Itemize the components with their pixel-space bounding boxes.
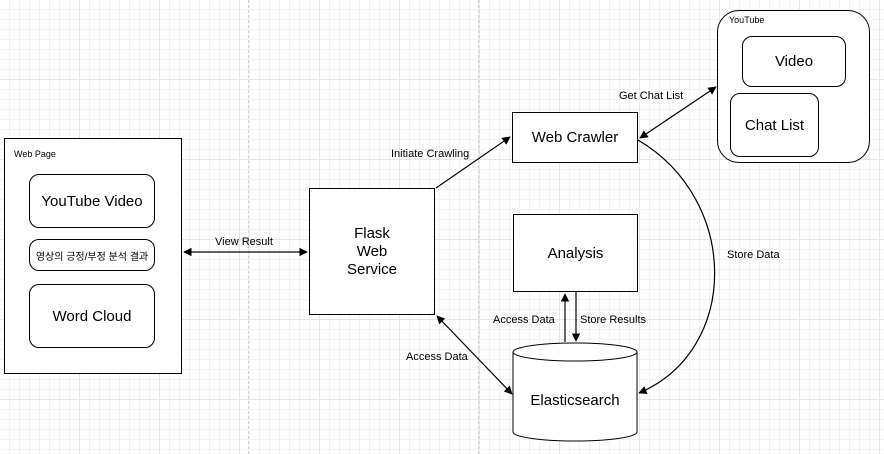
access-data-flask-label: Access Data bbox=[406, 351, 468, 363]
web-crawler-label: Web Crawler bbox=[531, 129, 619, 146]
access-data-flask-edge bbox=[436, 315, 513, 395]
word-cloud-label: Word Cloud bbox=[52, 307, 132, 325]
youtube-video-label: YouTube Video bbox=[41, 192, 143, 210]
flask-web-service-node: Flask Web Service bbox=[309, 188, 435, 315]
grid-separator bbox=[248, 0, 249, 454]
chat-list-node: Chat List bbox=[730, 93, 819, 157]
youtube-video-panel: YouTube Video bbox=[29, 174, 155, 228]
elasticsearch-label: Elasticsearch bbox=[530, 391, 620, 409]
sentiment-result-label: 영상의 긍정/부정 분석 결과 bbox=[35, 251, 149, 263]
web-crawler-node: Web Crawler bbox=[512, 112, 638, 163]
initiate-crawling-label: Initiate Crawling bbox=[391, 148, 470, 160]
chat-list-label: Chat List bbox=[744, 116, 805, 134]
elasticsearch-label-box: Elasticsearch bbox=[513, 370, 637, 430]
grid-separator bbox=[478, 0, 479, 454]
elasticsearch-node bbox=[512, 342, 638, 442]
flask-line-2: Web bbox=[356, 242, 388, 260]
get-chat-list-label: Get Chat List bbox=[619, 90, 684, 102]
youtube-video-node: Video bbox=[742, 36, 846, 87]
store-data-edge bbox=[637, 139, 716, 394]
sentiment-result-panel: 영상의 긍정/부정 분석 결과 bbox=[29, 239, 155, 271]
view-result-label: View Result bbox=[215, 236, 273, 248]
store-results-label: Store Results bbox=[580, 314, 647, 326]
store-data-label: Store Data bbox=[727, 249, 780, 261]
analysis-node: Analysis bbox=[513, 214, 638, 292]
flask-line-3: Service bbox=[346, 260, 398, 278]
youtube-title: YouTube bbox=[729, 15, 765, 25]
youtube-video-node-label: Video bbox=[774, 53, 814, 70]
access-data-analysis-label: Access Data bbox=[493, 314, 555, 326]
get-chat-list-edge bbox=[639, 86, 717, 139]
word-cloud-panel: Word Cloud bbox=[29, 284, 155, 348]
flask-line-1: Flask bbox=[354, 224, 390, 242]
analysis-label: Analysis bbox=[547, 244, 604, 262]
web-page-title: Web Page bbox=[14, 149, 56, 159]
initiate-crawling-edge bbox=[435, 136, 511, 189]
